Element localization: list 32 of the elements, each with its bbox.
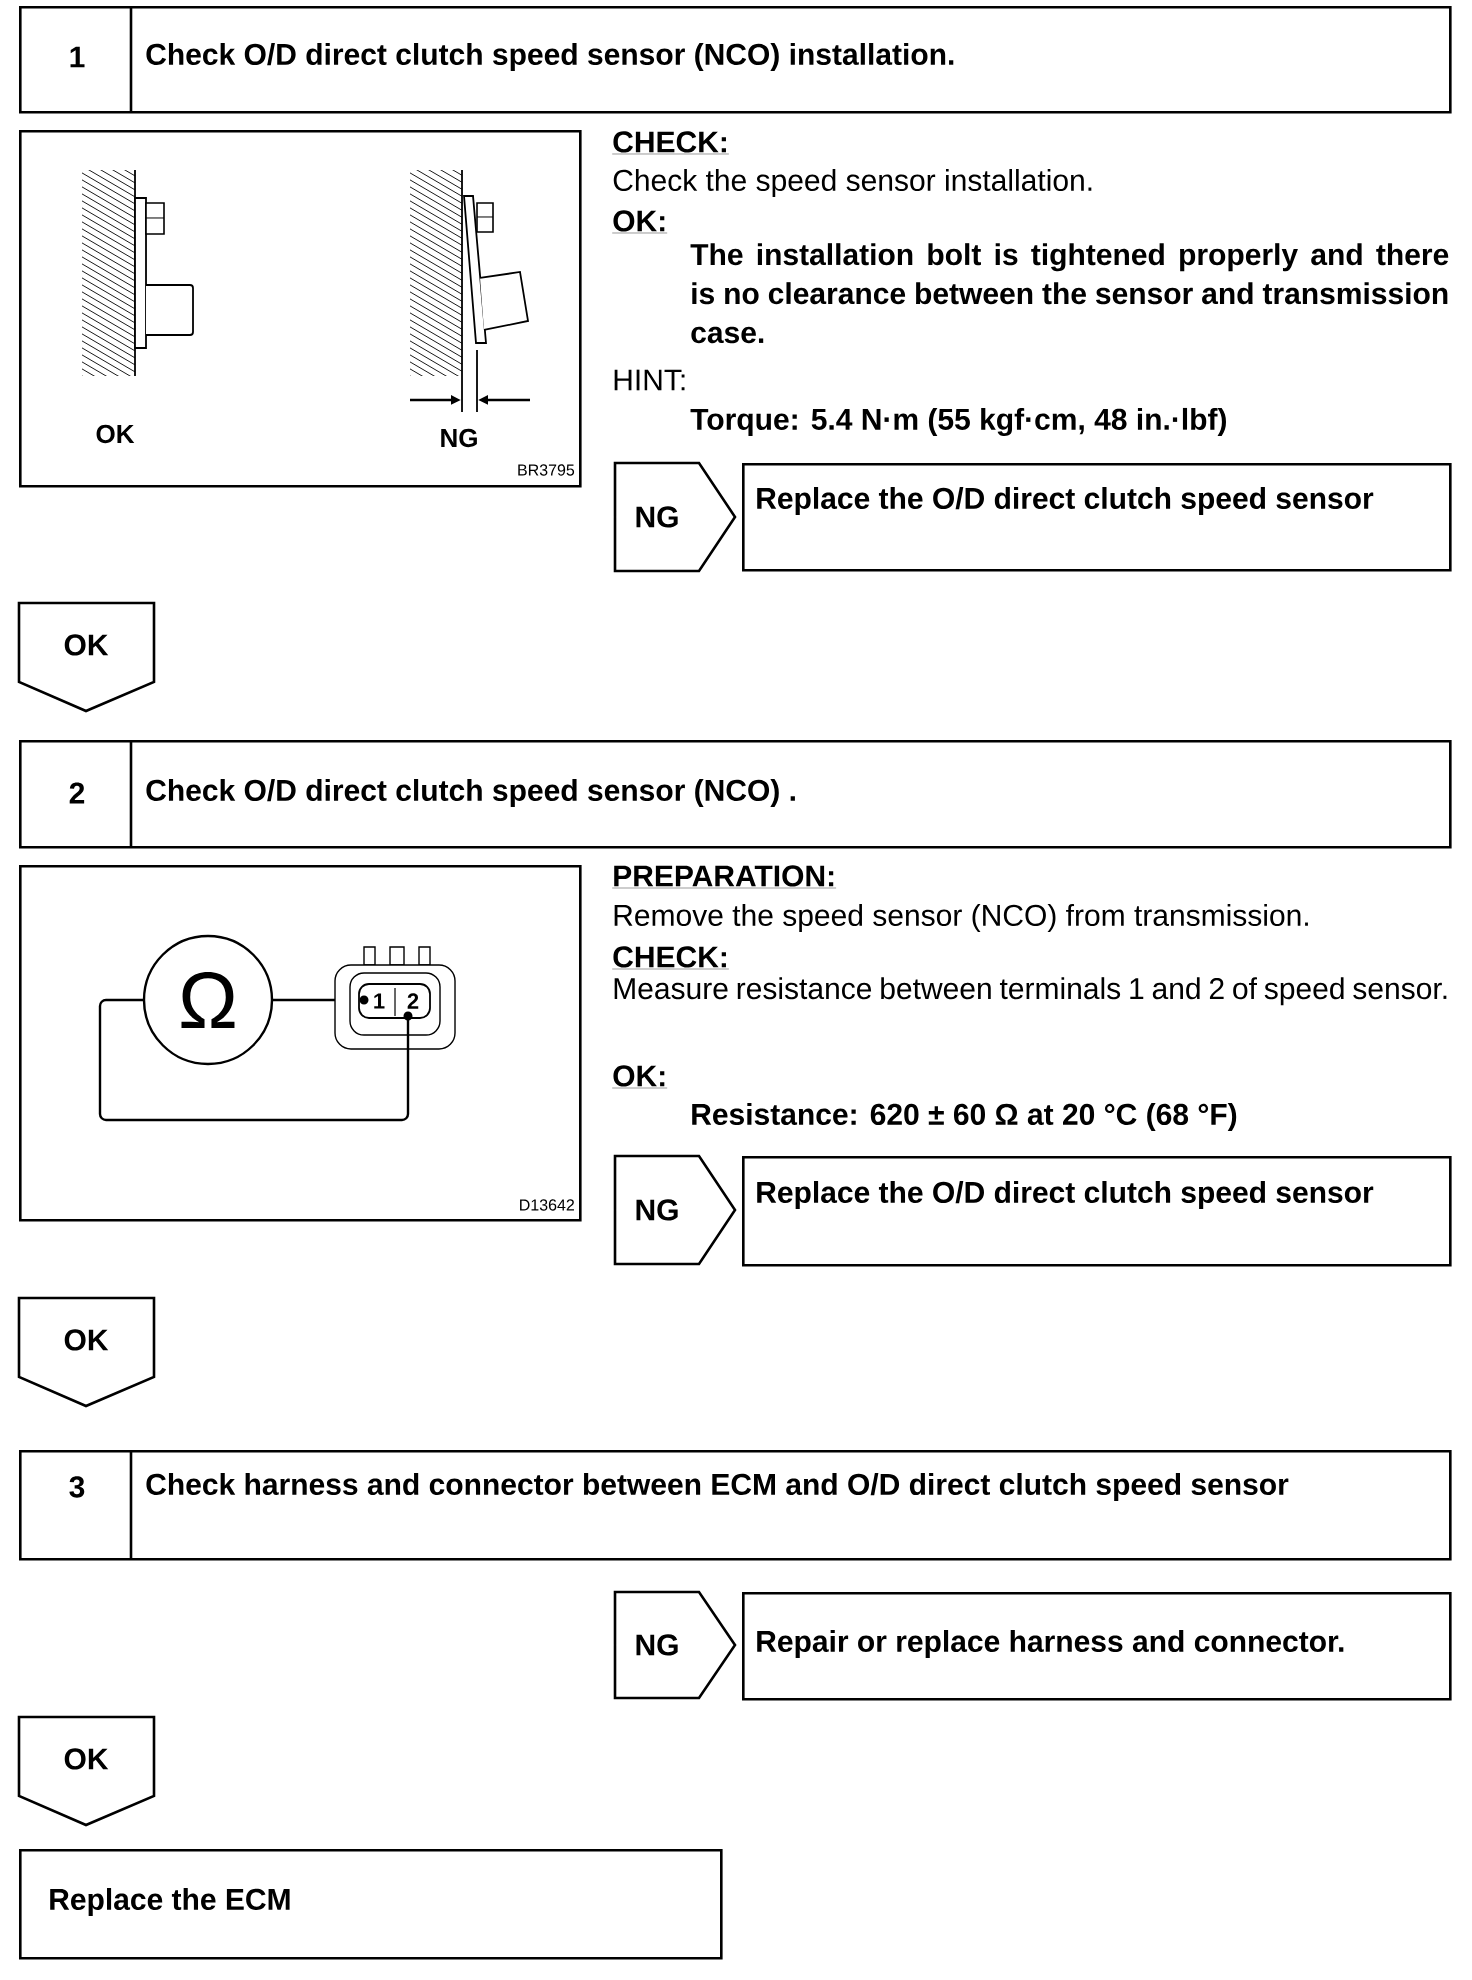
instruction-text: Check the speed sensor installation. xyxy=(613,169,1092,197)
step-box: 2 Check O/D direct clutch speed sensor (NCO) . xyxy=(19,740,1452,849)
chevron-tab: NG xyxy=(613,1590,737,1700)
terminal-number: 1 xyxy=(374,993,385,1009)
section-heading: PREPARATION: xyxy=(612,865,837,889)
instruction-text: HINT: xyxy=(614,369,685,391)
figure-label: D13642 xyxy=(520,1199,574,1211)
step-box: 3 Check harness and connector between ECM and O/D direct clutch speed sensor xyxy=(19,1450,1452,1561)
chevron-tab: NG xyxy=(613,461,737,573)
action-box: Replace the O/D direct clutch speed sensor xyxy=(742,462,1452,572)
terminal-number: 2 xyxy=(407,993,419,1009)
action-box: Repair or replace harness and connector. xyxy=(742,1592,1452,1701)
chevron-tab: OK xyxy=(17,601,156,713)
section-heading: OK: xyxy=(612,210,668,234)
section-heading: CHECK: xyxy=(612,946,730,970)
section-heading: CHECK: xyxy=(612,131,730,155)
chevron-tab: NG xyxy=(613,1154,737,1266)
figure-label: BR3795 xyxy=(518,464,575,476)
step-box: 1 Check O/D direct clutch speed sensor (NCO) installation. xyxy=(19,5,1452,114)
action-box: Replace the ECM xyxy=(19,1849,723,1960)
spec-text: The installation bolt is tightened properly and there is no clearance between the sensor and transmission case. xyxy=(690,243,1449,344)
section-heading: OK: xyxy=(612,1065,668,1089)
ohm-symbol: Ω xyxy=(181,972,235,1028)
instruction-text: Remove the speed sensor (NCO) from transmission. xyxy=(614,904,1308,932)
figure-label: OK xyxy=(96,424,135,444)
chevron-tab: OK xyxy=(17,1715,156,1827)
spec-text: Resistance: 620 ± 60 Ω at 20 °C (68 °F) xyxy=(692,1103,1237,1131)
spec-text: Torque: 5.4 N·m (55 kgf·cm, 48 in.·lbf) xyxy=(690,407,1226,436)
figure-label: NG xyxy=(441,428,477,448)
action-box: Replace the O/D direct clutch speed sensor xyxy=(742,1156,1452,1267)
chevron-tab: OK xyxy=(17,1296,156,1408)
instruction-text: Measure resistance between terminals 1 and 2 of speed sensor. xyxy=(614,977,1447,1006)
